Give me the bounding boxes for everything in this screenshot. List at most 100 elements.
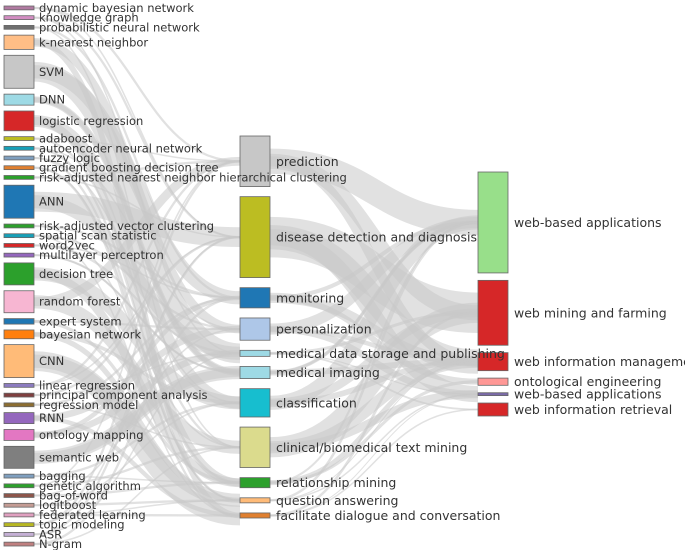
node-genetic-algorithm: [3, 483, 35, 489]
label-risk-adjusted-nearest-neighbor-hierarchical-clustering: risk-adjusted nearest neighbor hierarchi…: [39, 170, 347, 184]
link-ontology-mapping-2: [33, 295, 241, 438]
label-risk-adjusted-vector-clustering: risk-adjusted vector clustering: [39, 219, 214, 233]
link-asr-1: [33, 235, 241, 536]
link-question-answering-2: [269, 393, 479, 502]
node-ontological-engineering: [477, 377, 509, 386]
label-medical-data-storage-and-publishing: medical data storage and publishing: [276, 346, 505, 361]
link-adaboost-2: [33, 137, 241, 163]
link-ontology-mapping-1: [33, 350, 241, 439]
label-bag-of-word: bag-of-word: [39, 489, 108, 503]
label-spatial-scan-statistic: spatial scan statistic: [39, 229, 157, 243]
link-bag-of-word-1: [33, 481, 241, 497]
node-clinical-biomedical-text-mining: [239, 426, 271, 468]
link-bag-of-word-2: [33, 328, 241, 497]
label-logitboost: logitboost: [39, 498, 97, 512]
label-bagging: bagging: [39, 469, 86, 483]
link-semantic-web-2: [33, 368, 241, 462]
node-knowledge-graph: [3, 15, 35, 20]
label-svm: SVM: [39, 65, 64, 79]
label-federated-learning: federated learning: [39, 508, 146, 522]
node-k-nearest-neighbor: [3, 34, 35, 50]
label-relationship-mining: relationship mining: [276, 475, 396, 490]
link-monitoring-2: [269, 294, 479, 385]
link-ann-2: [33, 195, 241, 360]
link-linear-regression-1: [33, 160, 241, 387]
node-multilayer-perceptron: [3, 252, 35, 258]
node-asr: [3, 532, 35, 537]
node-bagging: [3, 473, 35, 479]
label-gradient-boosting-decision-tree: gradient boosting decision tree: [39, 161, 219, 175]
link-question-answering-1: [269, 221, 479, 502]
node-disease-detection-and-diagnosis: [239, 196, 271, 278]
label-web-information-retrieval: web information retrieval: [514, 402, 672, 417]
link-adaboost-1: [33, 137, 241, 449]
link-genetic-algorithm-2: [33, 160, 241, 487]
link-classification-1: [269, 215, 479, 410]
label-question-answering: question answering: [276, 493, 398, 508]
label-personalization: personalization: [276, 322, 372, 337]
label-regression-model: regression model: [39, 398, 138, 412]
label-web-mining-and-farming: web mining and farming: [514, 305, 667, 320]
node-ann: [3, 184, 35, 219]
link-expert-system-1: [33, 319, 241, 485]
link-n-gram-1: [33, 296, 241, 546]
node-web-information-management: [477, 352, 509, 372]
node-fuzzy-logic: [3, 155, 35, 161]
label-facilitate-dialogue-and-conversation: facilitate dialogue and conversation: [276, 508, 500, 523]
link-rnn-1: [33, 325, 241, 422]
label-dynamic-bayesian-network: dynamic bayesian network: [39, 1, 194, 15]
link-logitboost-2: [33, 402, 241, 507]
link-principal-component-analysis-1: [33, 235, 241, 397]
node-web-based-applications: [477, 171, 509, 274]
node-svm: [3, 54, 35, 89]
label-logistic-regression: logistic regression: [39, 114, 143, 128]
node-federated-learning: [3, 512, 35, 518]
node-medical-imaging: [239, 366, 271, 379]
node-risk-adjusted-nearest-neighbor-hierarchical-clustering: [3, 175, 35, 180]
link-multilayer-perceptron-2: [33, 254, 241, 374]
sankey-nodes: [3, 5, 509, 547]
link-word2vec-1: [33, 244, 241, 355]
label-autoencoder-neural-network: autoencoder neural network: [39, 141, 203, 155]
node-question-answering: [239, 497, 271, 504]
link-dynamic-bayesian-network-1: [33, 6, 241, 163]
label-web-based-applications: web-based applications: [514, 215, 662, 230]
node-regression-model: [3, 402, 35, 408]
label-knowledge-graph: knowledge graph: [39, 11, 139, 25]
label-prediction: prediction: [276, 154, 339, 169]
label-random-forest: random forest: [39, 295, 121, 309]
label-dnn: DNN: [39, 93, 65, 107]
label-word2vec: word2vec: [39, 238, 95, 252]
node-rnn: [3, 412, 35, 424]
node-web-information-retrieval: [477, 402, 509, 417]
link-bagging-1: [33, 401, 241, 478]
link-spatial-scan-statistic-1: [33, 234, 241, 331]
link-cnn-2: [33, 354, 241, 507]
link-relationship-mining-2: [269, 380, 479, 485]
label-topic-modeling: topic modeling: [39, 518, 125, 532]
link-random-forest-2: [33, 156, 241, 307]
label-semantic-web: semantic web: [39, 450, 119, 464]
node-medical-data-storage-and-publishing: [239, 349, 271, 357]
node-classification: [239, 388, 271, 418]
label-k-nearest-neighbor: k-nearest neighbor: [39, 35, 148, 49]
label-multilayer-perceptron: multilayer perceptron: [39, 248, 164, 262]
link-facilitate-dialogue-and-conversation-1: [269, 311, 479, 517]
node-gradient-boosting-decision-tree: [3, 165, 35, 171]
label-ann: ANN: [39, 195, 64, 209]
label-ontology-mapping: ontology mapping: [39, 428, 144, 442]
node-ontology-mapping: [3, 429, 35, 441]
node-random-forest: [3, 290, 35, 314]
link-svm-2: [33, 65, 241, 305]
label-linear-regression: linear regression: [39, 378, 135, 392]
node-dnn: [3, 93, 35, 106]
node-adaboost: [3, 136, 35, 141]
node-linear-regression: [3, 383, 35, 388]
label-adaboost: adaboost: [39, 132, 93, 146]
link-federated-learning-2: [33, 499, 241, 516]
label-classification: classification: [276, 395, 357, 410]
link-asr-2: [33, 352, 241, 536]
label-asr: ASR: [39, 527, 62, 541]
node-topic-modeling: [3, 522, 35, 527]
node-dynamic-bayesian-network: [3, 5, 35, 11]
